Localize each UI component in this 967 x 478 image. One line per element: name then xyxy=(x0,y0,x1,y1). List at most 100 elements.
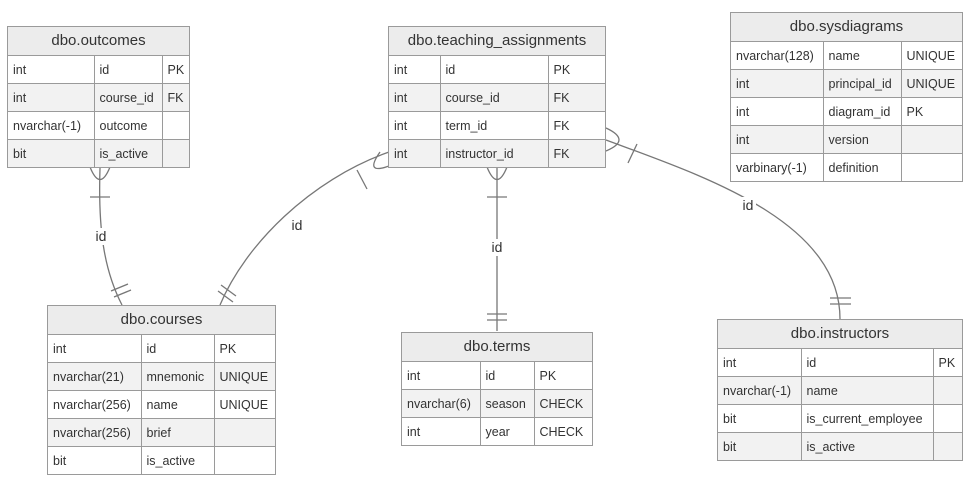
column-key xyxy=(162,111,189,140)
column-type: int xyxy=(402,417,481,445)
column-name: id xyxy=(94,56,163,84)
column-key xyxy=(214,418,275,447)
table-row: int id PK xyxy=(389,56,605,84)
entity-title: dbo.teaching_assignments xyxy=(389,27,605,56)
column-type: bit xyxy=(718,432,802,460)
column-type: int xyxy=(731,69,824,98)
column-key: PK xyxy=(901,97,962,126)
entity-title: dbo.outcomes xyxy=(8,27,189,56)
column-type: nvarchar(128) xyxy=(731,42,824,70)
table-row: nvarchar(21) mnemonic UNIQUE xyxy=(48,362,275,391)
column-type: nvarchar(21) xyxy=(48,362,142,391)
table-row: nvarchar(128) name UNIQUE xyxy=(731,42,962,70)
table-row: nvarchar(256) name UNIQUE xyxy=(48,390,275,419)
column-key xyxy=(933,404,962,433)
column-type: int xyxy=(48,335,142,363)
column-type: int xyxy=(389,111,441,140)
table-row: nvarchar(-1) name xyxy=(718,376,962,405)
table-row: int id PK xyxy=(402,362,592,390)
column-name: is_active xyxy=(141,446,215,474)
entity-teaching-assignments[interactable]: dbo.teaching_assignments int id PK int c… xyxy=(388,26,606,168)
column-name: id xyxy=(480,362,535,390)
column-key: PK xyxy=(548,56,605,84)
table-row: bit is_current_employee xyxy=(718,404,962,433)
table-row: int principal_id UNIQUE xyxy=(731,69,962,98)
column-name: version xyxy=(823,125,902,154)
entity-courses[interactable]: dbo.courses int id PK nvarchar(21) mnemo… xyxy=(47,305,276,475)
column-type: int xyxy=(731,125,824,154)
column-key: FK xyxy=(548,111,605,140)
column-type: nvarchar(6) xyxy=(402,389,481,418)
column-key: PK xyxy=(534,362,592,390)
entity-title: dbo.terms xyxy=(402,333,592,362)
column-name: instructor_id xyxy=(440,139,549,167)
column-name: name xyxy=(801,376,934,405)
table-row: int id PK xyxy=(8,56,189,84)
column-name: term_id xyxy=(440,111,549,140)
column-type: nvarchar(-1) xyxy=(8,111,95,140)
column-key xyxy=(901,125,962,154)
column-key: UNIQUE xyxy=(901,69,962,98)
column-key: UNIQUE xyxy=(901,42,962,70)
column-name: diagram_id xyxy=(823,97,902,126)
column-type: nvarchar(256) xyxy=(48,418,142,447)
column-name: course_id xyxy=(94,83,163,112)
entity-columns: int id PK int course_id FK int term_id F… xyxy=(389,56,605,167)
entity-columns: int id PK nvarchar(21) mnemonic UNIQUE n… xyxy=(48,335,275,474)
table-row: varbinary(-1) definition xyxy=(731,153,962,181)
column-key xyxy=(933,432,962,460)
column-name: definition xyxy=(823,153,902,181)
column-name: brief xyxy=(141,418,215,447)
rel-label-teaching-courses: id xyxy=(292,217,303,233)
rel-outcomes-courses xyxy=(89,166,132,306)
table-row: int course_id FK xyxy=(389,83,605,112)
column-key xyxy=(162,139,189,167)
column-name: name xyxy=(141,390,215,419)
column-key: UNIQUE xyxy=(214,362,275,391)
column-type: int xyxy=(718,349,802,377)
table-row: int version xyxy=(731,125,962,154)
entity-columns: int id PK nvarchar(6) season CHECK int y… xyxy=(402,362,592,445)
column-name: principal_id xyxy=(823,69,902,98)
column-type: varbinary(-1) xyxy=(731,153,824,181)
column-name: id xyxy=(141,335,215,363)
column-type: int xyxy=(731,97,824,126)
column-name: id xyxy=(801,349,934,377)
column-key: PK xyxy=(214,335,275,363)
column-name: mnemonic xyxy=(141,362,215,391)
column-key: CHECK xyxy=(534,389,592,418)
column-name: id xyxy=(440,56,549,84)
entity-terms[interactable]: dbo.terms int id PK nvarchar(6) season C… xyxy=(401,332,593,446)
column-type: int xyxy=(389,83,441,112)
column-type: bit xyxy=(48,446,142,474)
table-row: nvarchar(256) brief xyxy=(48,418,275,447)
column-key: UNIQUE xyxy=(214,390,275,419)
rel-label-teaching-terms: id xyxy=(492,239,503,255)
column-key: FK xyxy=(162,83,189,112)
table-row: bit is_active xyxy=(8,139,189,167)
entity-columns: int id PK nvarchar(-1) name bit is_curre… xyxy=(718,349,962,460)
column-type: int xyxy=(8,83,95,112)
table-row: int course_id FK xyxy=(8,83,189,112)
column-name: is_current_employee xyxy=(801,404,934,433)
column-key: PK xyxy=(162,56,189,84)
rel-label-teaching-instructors: id xyxy=(743,197,754,213)
table-row: int year CHECK xyxy=(402,417,592,445)
column-name: outcome xyxy=(94,111,163,140)
column-name: is_active xyxy=(94,139,163,167)
entity-instructors[interactable]: dbo.instructors int id PK nvarchar(-1) n… xyxy=(717,319,963,461)
column-key: FK xyxy=(548,139,605,167)
table-row: int id PK xyxy=(48,335,275,363)
column-type: int xyxy=(402,362,481,390)
entity-outcomes[interactable]: dbo.outcomes int id PK int course_id FK … xyxy=(7,26,190,168)
entity-title: dbo.courses xyxy=(48,306,275,335)
entity-sysdiagrams[interactable]: dbo.sysdiagrams nvarchar(128) name UNIQU… xyxy=(730,12,963,182)
rel-teaching-instructors xyxy=(605,127,851,320)
column-type: nvarchar(-1) xyxy=(718,376,802,405)
table-row: int diagram_id PK xyxy=(731,97,962,126)
table-row: int term_id FK xyxy=(389,111,605,140)
column-type: bit xyxy=(718,404,802,433)
entity-columns: nvarchar(128) name UNIQUE int principal_… xyxy=(731,42,962,181)
table-row: int id PK xyxy=(718,349,962,377)
column-type: bit xyxy=(8,139,95,167)
